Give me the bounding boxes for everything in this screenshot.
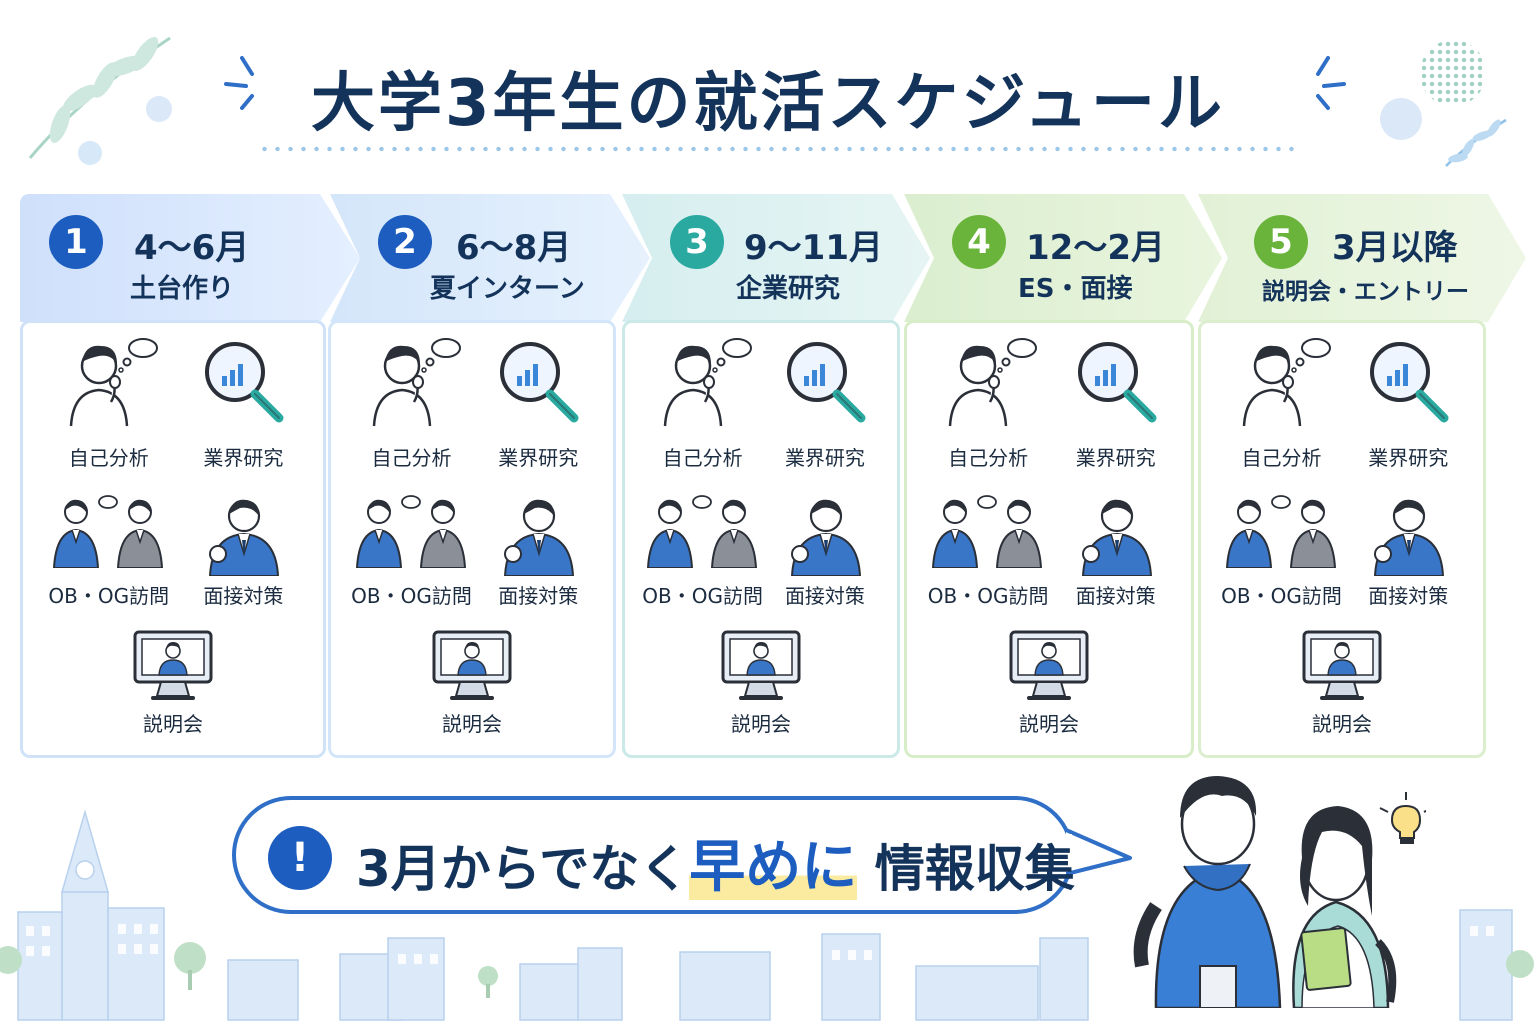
leaf-icon	[28, 36, 171, 165]
cityscape-illustration	[0, 809, 1534, 1021]
step-label: 説明会・エントリー	[1262, 279, 1469, 305]
circle-deco	[146, 96, 172, 122]
page-title: 大学3年生の就活スケジュール	[310, 67, 1226, 141]
magnifier-chart-icon	[1362, 336, 1454, 432]
thinking-person-icon	[1232, 336, 1332, 432]
activity-label: 自己分析	[662, 446, 743, 470]
activity-label: 業界研究	[1368, 446, 1449, 470]
activity-label: 説明会	[442, 712, 502, 736]
exclamation-icon: !	[268, 826, 332, 890]
conversation-icon	[1223, 494, 1341, 572]
activity-label: 自己分析	[68, 446, 149, 470]
monitor-presenter-icon	[1302, 630, 1382, 706]
activity-label: OB・OG訪問	[642, 584, 763, 608]
businessperson-icon	[1075, 494, 1157, 580]
circle-deco	[1380, 98, 1422, 140]
activity-label: 業界研究	[1075, 446, 1156, 470]
activity-label: 説明会	[1312, 712, 1372, 736]
activity-label: 説明会	[143, 712, 203, 736]
magnifier-chart-icon	[1070, 336, 1162, 432]
businessperson-icon	[497, 494, 579, 580]
thinking-person-icon	[938, 336, 1038, 432]
leaf-icon	[1445, 118, 1507, 167]
magnifier-chart-icon	[492, 336, 584, 432]
step-period: 12〜2月	[1026, 228, 1165, 268]
step-label: 土台作り	[130, 274, 235, 304]
businessperson-icon	[1367, 494, 1449, 580]
activity-label: 業界研究	[498, 446, 579, 470]
conversation-icon	[353, 494, 471, 572]
conversation-icon	[644, 494, 762, 572]
activity-label: 業界研究	[784, 446, 865, 470]
conversation-icon	[929, 494, 1047, 572]
sparkle-left	[224, 56, 254, 110]
activity-label: OB・OG訪問	[927, 584, 1049, 608]
businessperson-icon	[784, 494, 866, 580]
callout-highlight: 早めに	[689, 835, 858, 900]
step-period: 9〜11月	[744, 228, 883, 268]
callout-pre: 3月からでなく	[356, 840, 690, 898]
sparkle-right	[1316, 56, 1346, 110]
activity-label: 面接対策	[1368, 584, 1449, 608]
students-illustration	[1133, 776, 1426, 1008]
step-number-badge: 2	[378, 215, 432, 269]
activity-label: 業界研究	[203, 446, 284, 470]
tip-callout	[232, 796, 1074, 914]
step-number-badge: 3	[670, 215, 724, 269]
activity-label: 説明会	[1019, 712, 1079, 736]
activity-label: OB・OG訪問	[48, 584, 170, 608]
step-1-header	[20, 194, 360, 322]
monitor-presenter-icon	[432, 630, 512, 706]
magnifier-chart-icon	[197, 336, 289, 432]
step-label: 企業研究	[736, 274, 841, 304]
activity-label: 面接対策	[1075, 584, 1156, 608]
conversation-icon	[50, 494, 168, 572]
callout-text: 3月からでなく早めに 情報収集	[356, 822, 1075, 903]
step-number-badge: 4	[952, 215, 1006, 269]
activity-label: 面接対策	[203, 584, 284, 608]
businessperson-icon	[202, 494, 284, 580]
activity-label: 自己分析	[371, 446, 452, 470]
step-period: 3月以降	[1332, 228, 1458, 268]
thinking-person-icon	[653, 336, 753, 432]
activity-label: 面接対策	[498, 584, 579, 608]
activity-label: 自己分析	[1241, 446, 1322, 470]
title-underline	[258, 146, 1298, 152]
step-period: 4〜6月	[134, 228, 250, 268]
activity-label: 説明会	[731, 712, 791, 736]
activity-label: 面接対策	[784, 584, 865, 608]
callout-tail	[1066, 828, 1132, 876]
activity-label: OB・OG訪問	[1221, 584, 1342, 608]
thinking-person-icon	[362, 336, 462, 432]
step-number-badge: 1	[49, 215, 103, 269]
callout-post: 情報収集	[874, 840, 1075, 898]
activity-label: 自己分析	[948, 446, 1029, 470]
thinking-person-icon	[59, 336, 159, 432]
monitor-presenter-icon	[133, 630, 213, 706]
dot-pattern-deco	[1420, 40, 1486, 106]
monitor-presenter-icon	[1009, 630, 1089, 706]
step-period: 6〜8月	[456, 228, 572, 268]
step-number-badge: 5	[1254, 215, 1308, 269]
activity-label: OB・OG訪問	[351, 584, 472, 608]
magnifier-chart-icon	[779, 336, 871, 432]
monitor-presenter-icon	[721, 630, 801, 706]
step-label: ES・面接	[1018, 274, 1133, 304]
step-label: 夏インターン	[430, 274, 585, 304]
